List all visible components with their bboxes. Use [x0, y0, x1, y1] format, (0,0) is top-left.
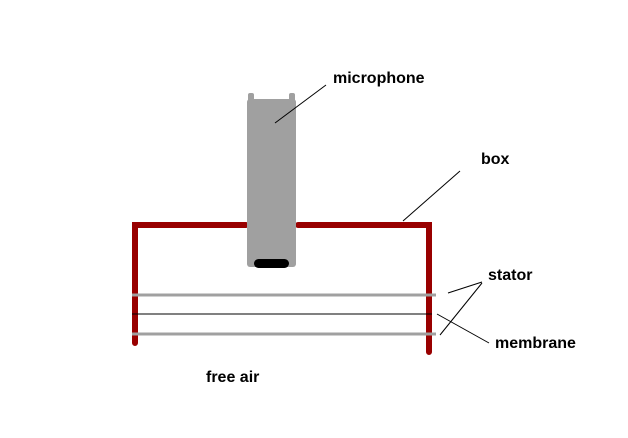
stator-leader-line-upper	[447, 281, 483, 294]
microphone-top-left-notch	[248, 93, 254, 103]
microphone-label: microphone	[333, 70, 425, 87]
box-right-wall	[295, 222, 432, 355]
membrane-leader-line	[436, 313, 490, 344]
box-leader-line	[402, 170, 461, 222]
microphone-tip	[254, 259, 289, 268]
free-air-label: free air	[206, 369, 259, 386]
microphone-leader-line	[274, 84, 327, 124]
stator-label: stator	[488, 267, 532, 284]
microphone-top-right-notch	[289, 93, 295, 103]
membrane-label: membrane	[495, 335, 576, 352]
stator-leader-line-lower	[439, 282, 483, 336]
box-left-wall	[132, 222, 249, 346]
box-label: box	[481, 151, 510, 168]
microphone-body	[247, 99, 296, 267]
